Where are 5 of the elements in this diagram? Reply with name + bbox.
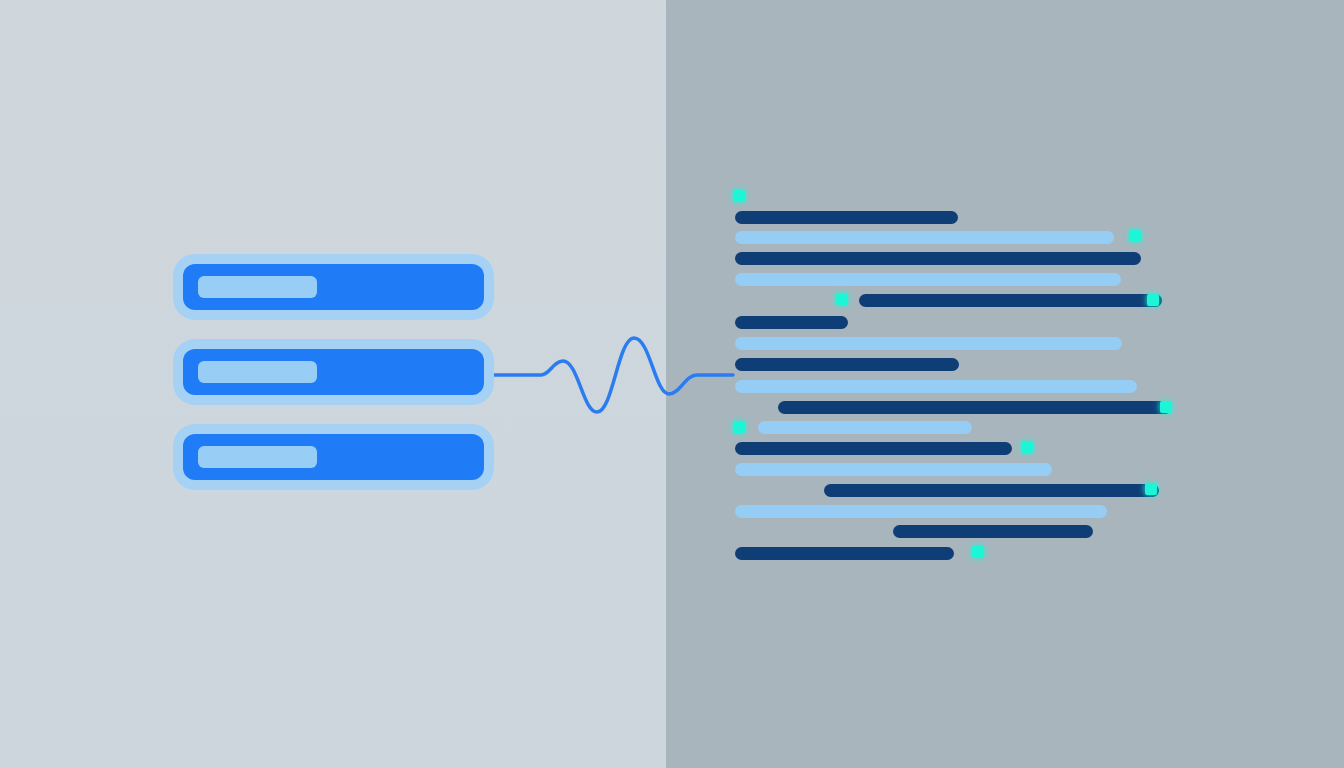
list-item-bar	[173, 254, 494, 320]
list-item-bar	[173, 424, 494, 490]
document-lines-drawing	[733, 190, 1172, 560]
wave-connector	[492, 336, 735, 414]
list-item-bar	[173, 339, 494, 405]
